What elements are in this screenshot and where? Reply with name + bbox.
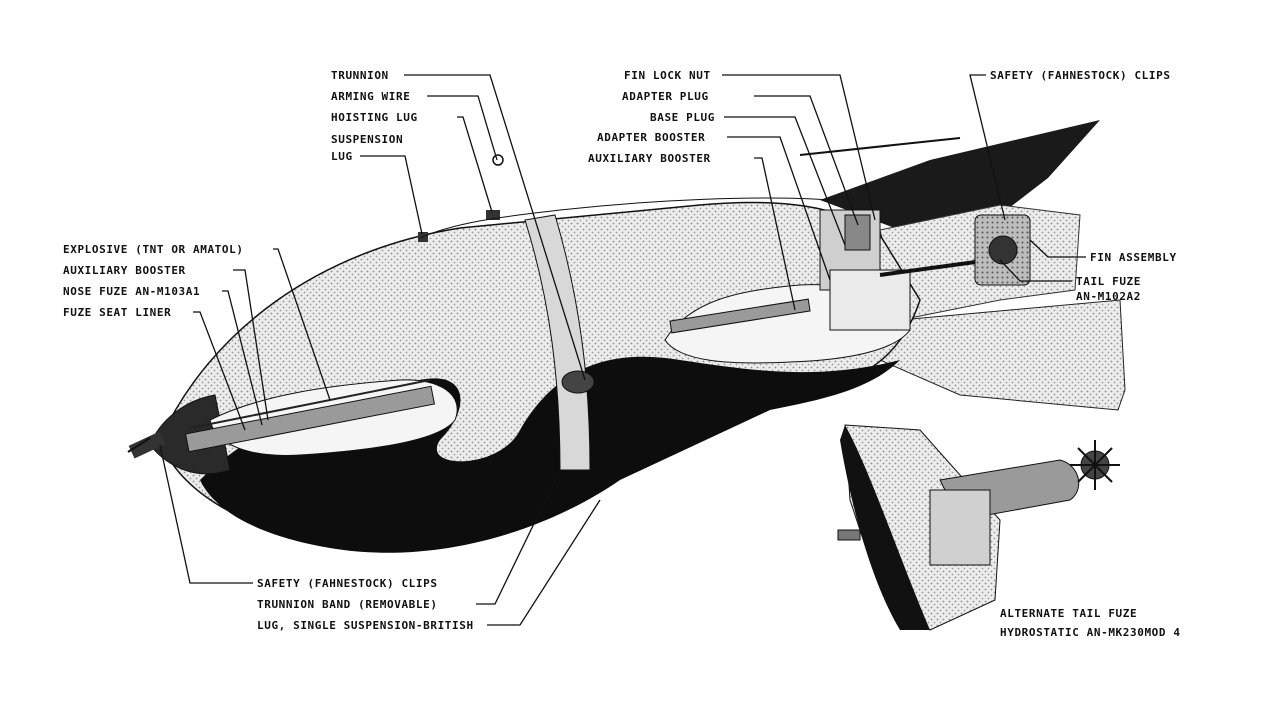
label-base-plug: BASE PLUG bbox=[650, 111, 715, 124]
inset-fuze-housing bbox=[929, 489, 991, 566]
hoisting-lug bbox=[486, 210, 500, 220]
label-aux-booster-left: AUXILIARY BOOSTER bbox=[63, 264, 186, 277]
label-alt-tail-fuze-2: HYDROSTATIC AN-MK230MOD 4 bbox=[1000, 626, 1181, 639]
label-alt-tail-fuze-1: ALTERNATE TAIL FUZE bbox=[1000, 607, 1137, 620]
label-nose-fuze: NOSE FUZE AN-M103A1 bbox=[63, 285, 200, 298]
nose-booster-tube bbox=[184, 379, 436, 453]
tail-fuze bbox=[974, 214, 1031, 286]
arming-wire-loop bbox=[492, 154, 504, 166]
label-tail-fuze-1: TAIL FUZE bbox=[1076, 275, 1141, 288]
label-explosive: EXPLOSIVE (TNT OR AMATOL) bbox=[63, 243, 244, 256]
label-trunnion: TRUNNION bbox=[331, 69, 389, 82]
fin-strut bbox=[799, 137, 961, 156]
label-suspension-lug-1: SUSPENSION bbox=[331, 133, 403, 146]
label-safety-clips-top: SAFETY (FAHNESTOCK) CLIPS bbox=[990, 69, 1171, 82]
nose-fuze bbox=[127, 431, 166, 459]
trunnion-band bbox=[524, 214, 591, 471]
label-lug-single: LUG, SINGLE SUSPENSION-BRITISH bbox=[257, 619, 474, 632]
tail-booster-tube bbox=[669, 298, 811, 334]
inset-shadow bbox=[840, 425, 930, 630]
label-arming-wire: ARMING WIRE bbox=[331, 90, 410, 103]
labels: TRUNNION ARMING WIRE HOISTING LUG SUSPEN… bbox=[63, 69, 1181, 639]
label-hoisting-lug: HOISTING LUG bbox=[331, 111, 418, 124]
upper-fin bbox=[820, 120, 1100, 230]
label-aux-booster-right: AUXILIARY BOOSTER bbox=[588, 152, 711, 165]
label-fin-assembly: FIN ASSEMBLY bbox=[1090, 251, 1177, 264]
leader-lines bbox=[159, 74, 1086, 626]
tail-adapter-assembly bbox=[819, 209, 911, 331]
label-adapter-plug: ADAPTER PLUG bbox=[622, 90, 709, 103]
label-trunnion-band: TRUNNION BAND (REMOVABLE) bbox=[257, 598, 438, 611]
inset-fin-body bbox=[844, 424, 1001, 631]
label-suspension-lug-2: LUG bbox=[331, 150, 353, 163]
label-adapter-booster: ADAPTER BOOSTER bbox=[597, 131, 705, 144]
inset-propeller bbox=[1070, 440, 1120, 490]
label-tail-fuze-2: AN-M102A2 bbox=[1076, 290, 1141, 303]
bomb-body bbox=[127, 120, 1126, 553]
label-safety-clips-bottom: SAFETY (FAHNESTOCK) CLIPS bbox=[257, 577, 438, 590]
label-fin-lock-nut: FIN LOCK NUT bbox=[624, 69, 711, 82]
alternate-tail-fuze-inset bbox=[837, 424, 1120, 631]
arming-wire bbox=[419, 197, 831, 239]
inset-stub bbox=[837, 529, 861, 541]
trunnion-boss bbox=[561, 370, 595, 394]
label-fuze-seat-liner: FUZE SEAT LINER bbox=[63, 306, 171, 319]
